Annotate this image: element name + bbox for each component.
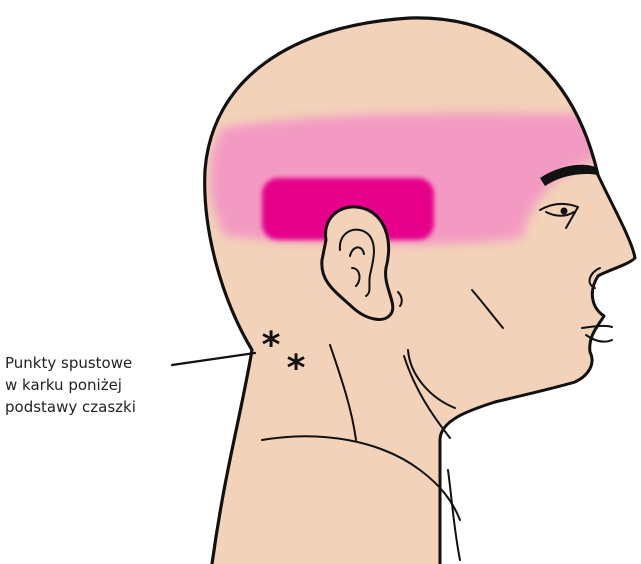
head-silhouette — [205, 18, 635, 564]
asterisk-icon: * — [287, 348, 306, 389]
caption-line-2: w karku poniżej — [5, 374, 205, 396]
caption-line-3: podstawy czaszki — [5, 396, 205, 418]
caption-line-1: Punkty spustowe — [5, 352, 205, 374]
trigger-point-caption: Punkty spustowe w karku poniżej podstawy… — [5, 352, 205, 418]
asterisk-icon: * — [262, 325, 281, 366]
pupil — [561, 208, 568, 215]
